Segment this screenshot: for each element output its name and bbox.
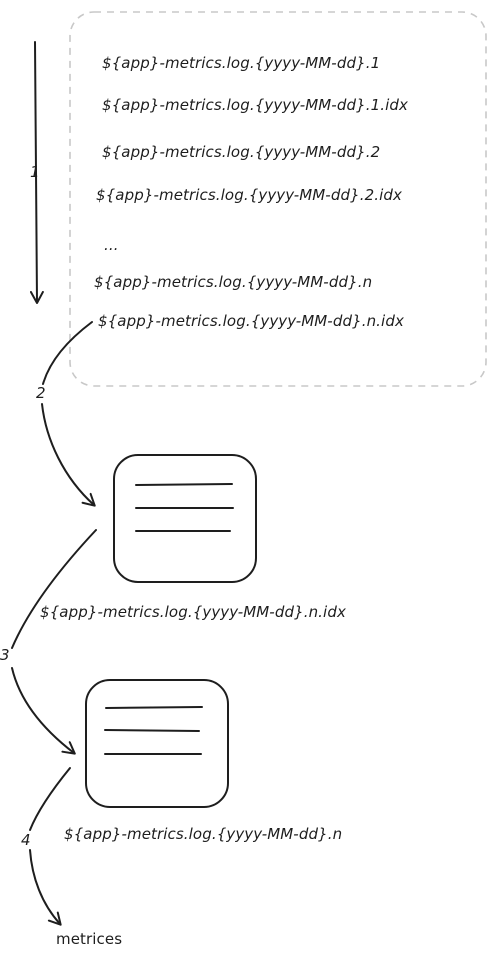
arrow-step-1 bbox=[29, 41, 44, 304]
file-label: ${app}-metrics.log.{yyyy-MM-dd}.2 bbox=[102, 143, 381, 161]
file-label: ${app}-metrics.log.{yyyy-MM-dd}.1 bbox=[102, 54, 381, 72]
file-label: ${app}-metrics.log.{yyyy-MM-dd}.2.idx bbox=[96, 186, 402, 204]
file-group-box bbox=[69, 11, 487, 387]
arrow-step-3-bottom bbox=[11, 667, 76, 755]
index-document-box bbox=[113, 454, 257, 583]
data-document-label: ${app}-metrics.log.{yyyy-MM-dd}.n bbox=[64, 825, 343, 843]
arrow-step-4-top bbox=[29, 767, 71, 831]
step-label-4: 4 bbox=[21, 831, 31, 849]
file-label: ${app}-metrics.log.{yyyy-MM-dd}.n.idx bbox=[98, 312, 404, 330]
step-label-3: 3 bbox=[0, 646, 10, 664]
file-label: ${app}-metrics.log.{yyyy-MM-dd}.1.idx bbox=[102, 96, 408, 114]
index-document-line-1 bbox=[135, 483, 233, 486]
index-document-label: ${app}-metrics.log.{yyyy-MM-dd}.n.idx bbox=[40, 603, 346, 621]
step-label-2: 2 bbox=[36, 384, 46, 402]
arrow-step-2-bottom bbox=[41, 403, 96, 507]
data-document-box bbox=[85, 679, 229, 808]
data-document-line-2 bbox=[104, 729, 200, 732]
file-label: ${app}-metrics.log.{yyyy-MM-dd}.n bbox=[94, 273, 373, 291]
arrow-step-4-bottom bbox=[29, 849, 62, 926]
file-ellipsis: ... bbox=[104, 236, 119, 254]
step-label-1: 1 bbox=[30, 163, 40, 181]
metrics-output-label: metrices bbox=[56, 930, 123, 948]
arrow-step-2-top bbox=[42, 321, 93, 385]
arrow-step-3-top bbox=[11, 529, 97, 649]
data-document-line-1 bbox=[105, 706, 203, 709]
